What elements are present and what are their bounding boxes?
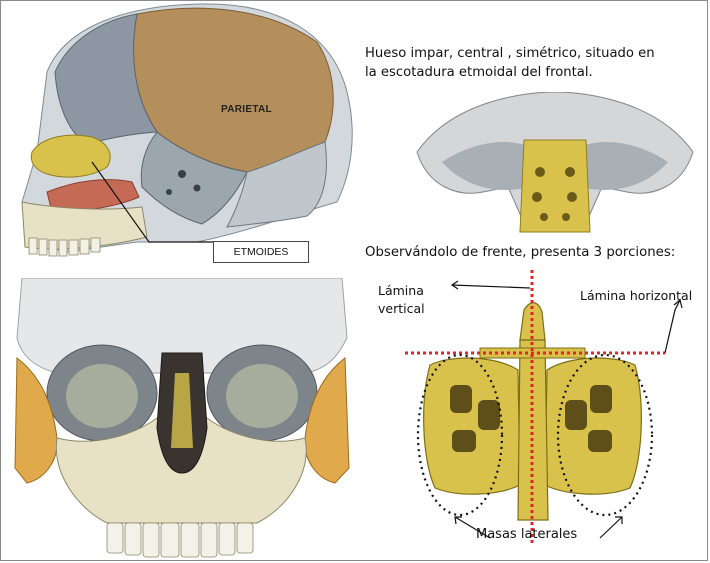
- parietal-label: PARIETAL: [221, 104, 272, 115]
- ethmoid-label-box: ETMOIDES: [213, 241, 309, 263]
- description-line-1: Hueso impar, central , simétrico, situad…: [365, 44, 700, 63]
- front-view-heading: Observándolo de frente, presenta 3 porci…: [365, 245, 705, 260]
- lateral-skull-illustration: [7, 2, 362, 272]
- vertical-plate-label-line-1: Lámina: [378, 282, 448, 300]
- vertical-plate-label: Lámina vertical: [378, 282, 448, 318]
- horizontal-plate-label: Lámina horizontal: [580, 288, 692, 303]
- frontal-skull-illustration: [7, 278, 355, 558]
- description-line-2: la escotadura etmoidal del frontal.: [365, 63, 700, 82]
- ethmoid-description: Hueso impar, central , simétrico, situad…: [365, 44, 700, 82]
- lateral-masses-label: Masas laterales: [476, 527, 577, 542]
- frontal-bone-illustration: [412, 92, 698, 240]
- vertical-plate-label-line-2: vertical: [378, 300, 448, 318]
